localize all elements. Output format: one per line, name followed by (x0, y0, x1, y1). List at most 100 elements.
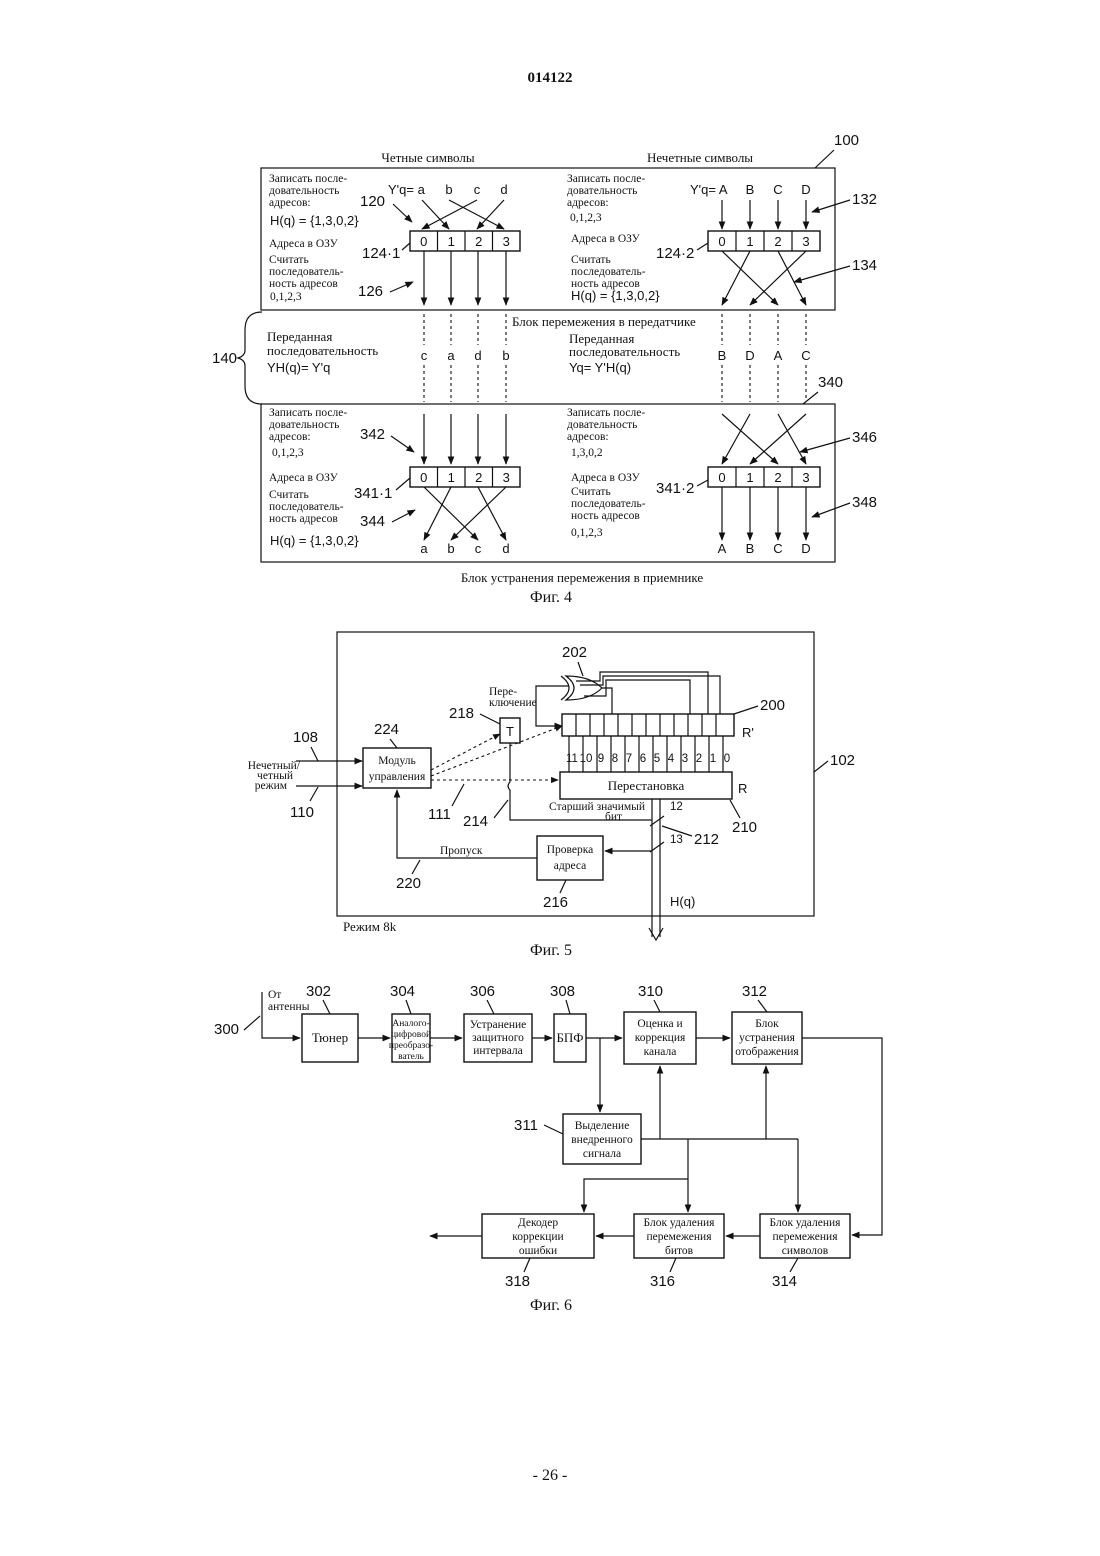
svg-text:Блок удаления: Блок удаления (770, 1217, 842, 1229)
svg-text:1: 1 (448, 234, 455, 249)
svg-text:2: 2 (696, 753, 702, 765)
svg-text:Записать после-: Записать после- (567, 173, 645, 185)
svg-text:1: 1 (710, 753, 716, 765)
register-r-prime-label: R' (742, 725, 754, 740)
svg-text:коррекции: коррекции (512, 1231, 563, 1243)
svg-text:устранения: устранения (739, 1032, 795, 1044)
svg-text:последователь-: последователь- (571, 266, 646, 278)
svg-text:Считать: Считать (269, 254, 309, 266)
svg-text:адресов:: адресов: (269, 431, 311, 443)
rx-left-out-a: a (420, 541, 428, 556)
svg-text:2: 2 (774, 470, 781, 485)
svg-text:ошибки: ошибки (519, 1245, 557, 1257)
svg-text:перемежения: перемежения (773, 1231, 839, 1243)
transmitter-interleaver-title: Блок перемежения в передатчике (512, 314, 696, 329)
mid-right-letter-4: C (801, 348, 810, 363)
tx-right-yq-label: Y'q= A (690, 182, 728, 197)
tx-right-ram-label: Адреса в ОЗУ (571, 233, 641, 245)
register-r-prime (562, 714, 734, 736)
svg-text:преобразо-: преобразо- (389, 1040, 433, 1051)
svg-text:Yq= Y'H(q): Yq= Y'H(q) (569, 360, 631, 375)
svg-text:3: 3 (802, 234, 809, 249)
tx-left-yq-label: Y'q= a (388, 182, 426, 197)
svg-text:адресов:: адресов: (567, 197, 609, 209)
svg-text:H(q) = {1,3,0,2}: H(q) = {1,3,0,2} (571, 288, 660, 303)
svg-text:H(q) = {1,3,0,2}: H(q) = {1,3,0,2} (270, 213, 359, 228)
svg-text:Декодер: Декодер (518, 1217, 558, 1229)
switch-label-2: ключение (489, 697, 537, 709)
even-symbols-heading: Четные символы (381, 150, 474, 165)
ref-214: 214 (463, 813, 488, 830)
mid-right-letter-1: B (718, 348, 727, 363)
mode-8k-label: Режим 8k (343, 919, 397, 934)
svg-text:довательность: довательность (269, 185, 339, 197)
ref-311: 311 (514, 1117, 538, 1134)
bus-width-13: 13 (670, 834, 683, 846)
toggle-t-label: T (506, 724, 514, 739)
ref-140: 140 (212, 350, 237, 367)
svg-text:4: 4 (668, 753, 675, 765)
svg-text:цифровой: цифровой (391, 1029, 431, 1040)
svg-text:3: 3 (503, 234, 510, 249)
svg-text:0: 0 (420, 234, 427, 249)
ref-202: 202 (562, 644, 587, 661)
leader-120 (393, 204, 412, 222)
ref-210: 210 (732, 819, 757, 836)
svg-text:6: 6 (640, 753, 646, 765)
tx-right-ram-cells: 0 1 2 3 (708, 231, 820, 251)
svg-text:адресов:: адресов: (269, 197, 311, 209)
svg-text:Переданная: Переданная (267, 329, 332, 344)
bit-index-labels: 11 10 9 8 7 6 5 4 3 2 1 0 (566, 753, 730, 765)
control-module-label-1: Модуль (378, 755, 415, 767)
tx-write-right-text: Записать после- довательность адресов: 0… (567, 173, 645, 224)
msb-label-1: Старший значимый (549, 801, 645, 813)
svg-text:2: 2 (475, 470, 482, 485)
rx-left-out-c: c (475, 541, 482, 556)
ref-216: 216 (543, 894, 568, 911)
rx-left-read-text: Считать последователь- ность адресов H(q… (269, 489, 359, 548)
ref-132: 132 (852, 191, 877, 208)
guard-removal-label: Устранение защитного интервала (470, 1019, 527, 1057)
ref-224: 224 (374, 721, 399, 738)
fft-label: БПФ (556, 1030, 583, 1045)
hq-output-label: H(q) (670, 894, 695, 909)
permutation-label: Перестановка (608, 778, 685, 793)
ref-110: 110 (290, 804, 314, 821)
ref-111: 111 (428, 806, 451, 823)
ref-314: 314 (772, 1273, 797, 1290)
tx-left-ram-label: Адреса в ОЗУ (269, 238, 339, 250)
svg-text:интервала: интервала (473, 1045, 523, 1057)
address-check-block (537, 836, 603, 880)
rx-right-read-text: Считать последователь- ность адресов 0,1… (571, 486, 646, 539)
ref-348: 348 (852, 494, 877, 511)
register-r-label: R (738, 781, 747, 796)
svg-text:Записать после-: Записать после- (269, 173, 347, 185)
svg-text:9: 9 (598, 753, 604, 765)
svg-text:11: 11 (566, 753, 578, 765)
svg-text:последователь-: последователь- (571, 498, 646, 510)
svg-text:0,1,2,3: 0,1,2,3 (272, 447, 304, 459)
svg-text:7: 7 (626, 753, 632, 765)
ref-218: 218 (449, 705, 474, 722)
ref-126: 126 (358, 283, 383, 300)
svg-text:8: 8 (612, 753, 618, 765)
svg-text:Считать: Считать (269, 489, 309, 501)
svg-text:перемежения: перемежения (647, 1231, 713, 1243)
ref-308: 308 (550, 983, 575, 1000)
tx-right-letter-d: D (801, 182, 810, 197)
svg-text:внедренного: внедренного (571, 1134, 633, 1146)
svg-text:последовательность: последовательность (569, 344, 680, 359)
address-check-label-1: Проверка (547, 844, 594, 856)
figure-5: 102 202 Пере- ключение 218 T R' 200 (248, 632, 855, 959)
svg-text:Считать: Считать (571, 254, 611, 266)
page-number: - 26 - (533, 1467, 568, 1484)
svg-text:сигнала: сигнала (583, 1148, 621, 1160)
svg-text:0: 0 (420, 470, 427, 485)
mode-input-label: Нечетный/ четный режим (248, 760, 301, 792)
document-number: 014122 (528, 70, 573, 86)
brace-140 (238, 312, 262, 404)
msb-label-2: бит (605, 811, 622, 823)
mid-left-letter-3: d (474, 348, 481, 363)
rx-left-out-d: d (502, 541, 509, 556)
svg-text:0,1,2,3: 0,1,2,3 (571, 527, 603, 539)
